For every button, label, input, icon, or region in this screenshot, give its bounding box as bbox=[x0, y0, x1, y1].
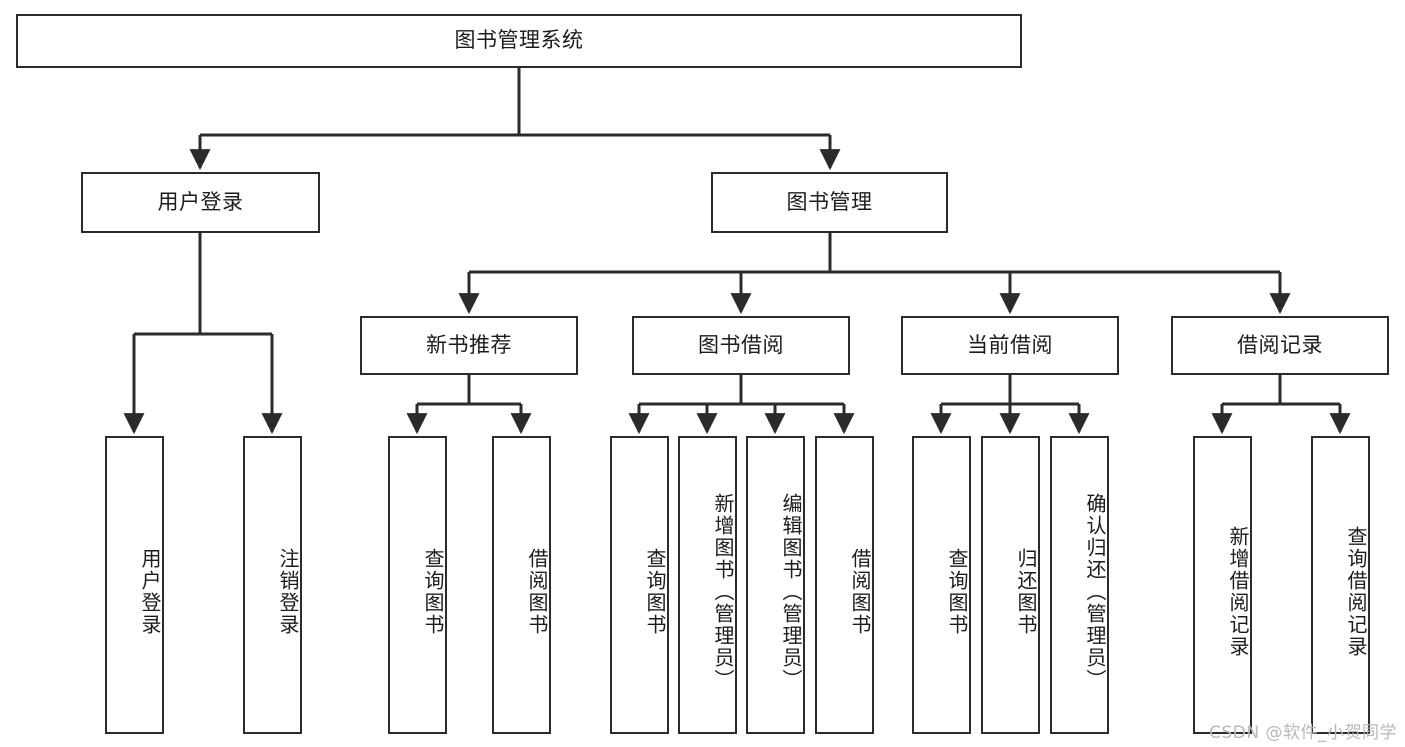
leaf-book-borrow-3[interactable]: 编辑图书（管理员） bbox=[746, 436, 805, 734]
leaf-label: 借阅图书 bbox=[525, 548, 549, 636]
node-current-borrow-label: 当前借阅 bbox=[967, 332, 1053, 357]
node-user-login-label: 用户登录 bbox=[157, 189, 244, 214]
node-user-login[interactable]: 用户登录 bbox=[81, 172, 320, 233]
node-book-borrow[interactable]: 图书借阅 bbox=[632, 316, 850, 375]
leaf-borrow-record-1[interactable]: 新增借阅记录 bbox=[1193, 436, 1252, 734]
node-book-borrow-label: 图书借阅 bbox=[698, 332, 784, 357]
leaf-new-book-rec-1[interactable]: 查询图书 bbox=[388, 436, 447, 734]
node-root[interactable]: 图书管理系统 bbox=[16, 14, 1022, 68]
leaf-book-borrow-2[interactable]: 新增图书（管理员） bbox=[678, 436, 737, 734]
leaf-book-borrow-1[interactable]: 查询图书 bbox=[610, 436, 669, 734]
leaf-user-login-1[interactable]: 用户登录 bbox=[105, 436, 164, 734]
leaf-user-login-2[interactable]: 注销登录 bbox=[243, 436, 302, 734]
node-root-label: 图书管理系统 bbox=[454, 28, 584, 53]
leaf-book-borrow-4[interactable]: 借阅图书 bbox=[815, 436, 874, 734]
leaf-label: 查询借阅记录 bbox=[1344, 526, 1368, 658]
watermark: CSDN @软件_小贺同学 bbox=[1209, 723, 1397, 743]
leaf-label: 查询图书 bbox=[643, 548, 667, 636]
node-borrow-record[interactable]: 借阅记录 bbox=[1171, 316, 1389, 375]
leaf-label: 编辑图书（管理员） bbox=[779, 493, 803, 691]
node-book-manage-label: 图书管理 bbox=[786, 189, 873, 214]
leaf-label: 借阅图书 bbox=[848, 548, 872, 636]
leaf-label: 查询图书 bbox=[945, 548, 969, 636]
node-borrow-record-label: 借阅记录 bbox=[1237, 332, 1323, 357]
leaf-label: 注销登录 bbox=[276, 548, 300, 636]
node-current-borrow[interactable]: 当前借阅 bbox=[901, 316, 1119, 375]
leaf-label: 归还图书 bbox=[1014, 548, 1038, 636]
leaf-current-borrow-2[interactable]: 归还图书 bbox=[981, 436, 1040, 734]
leaf-label: 新增图书（管理员） bbox=[711, 493, 735, 691]
node-new-book-rec-label: 新书推荐 bbox=[426, 332, 512, 357]
leaf-borrow-record-2[interactable]: 查询借阅记录 bbox=[1311, 436, 1370, 734]
leaf-new-book-rec-2[interactable]: 借阅图书 bbox=[492, 436, 551, 734]
node-new-book-rec[interactable]: 新书推荐 bbox=[360, 316, 578, 375]
leaf-current-borrow-3[interactable]: 确认归还（管理员） bbox=[1050, 436, 1109, 734]
leaf-current-borrow-1[interactable]: 查询图书 bbox=[912, 436, 971, 734]
leaf-label: 新增借阅记录 bbox=[1226, 526, 1250, 658]
leaf-label: 查询图书 bbox=[421, 548, 445, 636]
leaf-label: 确认归还（管理员） bbox=[1083, 493, 1107, 691]
leaf-label: 用户登录 bbox=[138, 548, 162, 636]
node-book-manage[interactable]: 图书管理 bbox=[711, 172, 948, 233]
